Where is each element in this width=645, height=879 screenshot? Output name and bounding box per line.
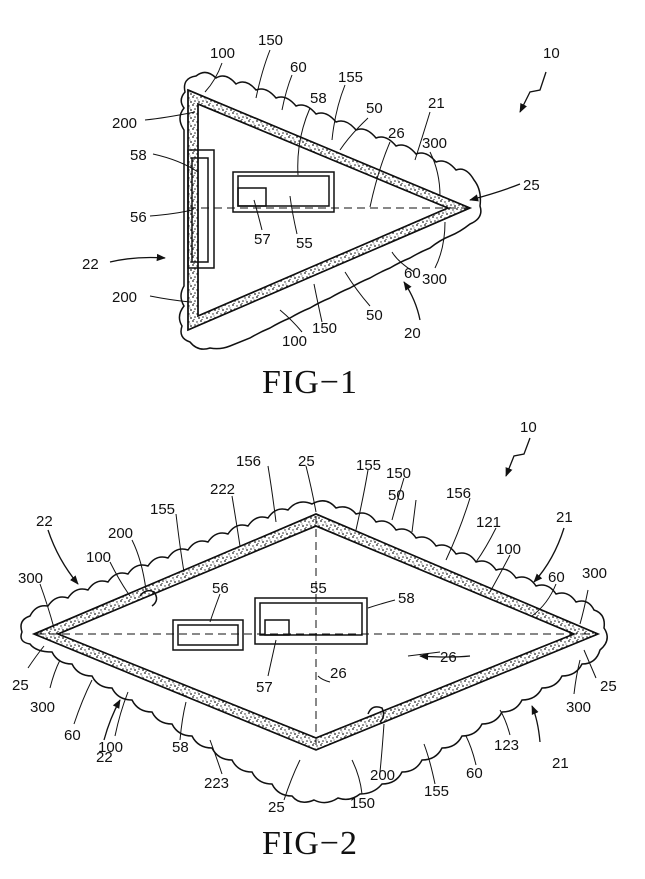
fig2-label-150-top: 150 xyxy=(386,465,411,482)
fig1-label-50-bottom: 50 xyxy=(366,307,383,324)
fig1-component-58-center xyxy=(232,171,335,213)
fig1-label-20: 20 xyxy=(404,325,421,342)
fig2-bump-200-bottom xyxy=(367,706,385,723)
fig2-label-100-right: 100 xyxy=(496,541,521,558)
fig2-label-26-center: 26 xyxy=(330,665,347,682)
fig1-label-25: 25 xyxy=(523,177,540,194)
fig2-label-300-lower-left: 300 xyxy=(30,699,55,716)
fig2-label-156-right: 156 xyxy=(446,485,471,502)
fig2-outer-diamond xyxy=(32,513,600,751)
fig1-label-58-left: 58 xyxy=(130,147,147,164)
fig2-label-155-left: 155 xyxy=(150,501,175,518)
fig2-wavy-envelope xyxy=(20,500,608,804)
fig2-label-56: 56 xyxy=(212,580,229,597)
fig1-caption: FIG−1 xyxy=(262,364,358,401)
fig1-label-21: 21 xyxy=(428,95,445,112)
fig2-label-155-bottom: 155 xyxy=(424,783,449,800)
fig2-label-300-right: 300 xyxy=(582,565,607,582)
fig2-label-60-lower-right: 60 xyxy=(466,765,483,782)
fig1-component-57 xyxy=(237,187,267,207)
fig2-label-25-right: 25 xyxy=(600,678,617,695)
fig2-label-100-lower: 100 xyxy=(98,739,123,756)
fig1-component-55 xyxy=(237,175,330,207)
fig2-label-57: 57 xyxy=(256,679,273,696)
fig1-label-57: 57 xyxy=(254,231,271,248)
fig1-label-300-bottom: 300 xyxy=(422,271,447,288)
fig2-component-58-right xyxy=(254,597,368,645)
fig2-label-50: 50 xyxy=(388,487,405,504)
fig1-label-56: 56 xyxy=(130,209,147,226)
fig2-label-25-top: 25 xyxy=(298,453,315,470)
fig2-label-300-lower-right: 300 xyxy=(566,699,591,716)
fig1-label-50-top: 50 xyxy=(366,100,383,117)
fig1-speckled-band xyxy=(187,88,472,332)
fig1-label-10: 10 xyxy=(543,45,560,62)
figure-1 xyxy=(109,49,547,350)
fig1-label-200-top: 200 xyxy=(112,115,137,132)
fig2-component-58-left xyxy=(172,619,244,651)
fig2-label-100-left: 100 xyxy=(86,549,111,566)
fig1-label-60-bottom: 60 xyxy=(404,265,421,282)
fig2-label-26-right: 26 xyxy=(440,649,457,666)
fig2-label-25-bottom: 25 xyxy=(268,799,285,816)
fig2-bump-200-top xyxy=(139,589,158,607)
fig2-label-58: 58 xyxy=(398,590,415,607)
fig2-label-60-left: 60 xyxy=(64,727,81,744)
fig2-label-60-right: 60 xyxy=(548,569,565,586)
fig2-label-155-top: 155 xyxy=(356,457,381,474)
fig2-label-156-left: 156 xyxy=(236,453,261,470)
fig1-label-55: 55 xyxy=(296,235,313,252)
fig2-label-222: 222 xyxy=(210,481,235,498)
fig2-component-56 xyxy=(177,624,239,646)
fig2-label-21-bottom: 21 xyxy=(552,755,569,772)
fig1-label-150-top: 150 xyxy=(258,32,283,49)
fig1-label-100-bottom: 100 xyxy=(282,333,307,350)
figure-2-labels: 10 156 25 155 150 222 50 156 22 155 121 … xyxy=(12,419,617,862)
figure-1-labels: 10 100 150 60 155 58 50 21 200 26 300 58… xyxy=(82,32,560,401)
fig1-label-150-bottom: 150 xyxy=(312,320,337,337)
fig1-label-26: 26 xyxy=(388,125,405,142)
fig2-label-223: 223 xyxy=(204,775,229,792)
fig2-label-55: 55 xyxy=(310,580,327,597)
fig2-component-55 xyxy=(259,602,363,636)
fig1-wavy-envelope xyxy=(178,71,482,350)
fig2-label-25-left: 25 xyxy=(12,677,29,694)
fig2-label-200-bottom: 200 xyxy=(370,767,395,784)
fig1-label-100-top: 100 xyxy=(210,45,235,62)
fig1-inner-triangle xyxy=(187,88,472,332)
fig2-label-150-bottom: 150 xyxy=(350,795,375,812)
fig1-label-58-top: 58 xyxy=(310,90,327,107)
fig2-label-300-left: 300 xyxy=(18,570,43,587)
fig1-label-200-bottom: 200 xyxy=(112,289,137,306)
fig2-label-58-lower: 58 xyxy=(172,739,189,756)
fig1-label-22: 22 xyxy=(82,256,99,273)
fig2-label-121: 121 xyxy=(476,514,501,531)
fig2-label-22-top: 22 xyxy=(36,513,53,530)
fig2-component-57 xyxy=(264,619,290,636)
fig2-label-21-top: 21 xyxy=(556,509,573,526)
fig2-label-22-bottom: 22 xyxy=(96,749,113,766)
fig2-label-123: 123 xyxy=(494,737,519,754)
fig2-caption: FIG−2 xyxy=(262,825,358,862)
fig2-label-10: 10 xyxy=(520,419,537,436)
fig2-label-200-top: 200 xyxy=(108,525,133,542)
fig1-component-58-left xyxy=(187,149,215,269)
fig1-label-155: 155 xyxy=(338,69,363,86)
fig1-label-60-top: 60 xyxy=(290,59,307,76)
fig1-label-300-top: 300 xyxy=(422,135,447,152)
figure-2 xyxy=(20,437,608,804)
